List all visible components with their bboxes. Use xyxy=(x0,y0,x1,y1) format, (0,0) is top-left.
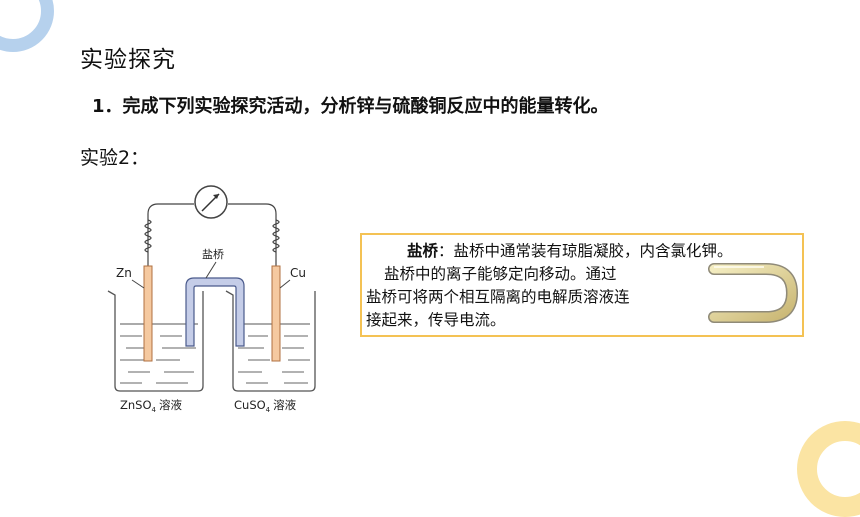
salt-bridge xyxy=(185,277,245,347)
info-line-2: 盐桥中的离子能够定向移动。通过 xyxy=(384,265,617,283)
page-title: 实验探究 xyxy=(80,47,176,73)
decorative-ring-bottom-right xyxy=(797,421,860,517)
experiment-subheading: 实验2： xyxy=(80,147,150,169)
item-text: 完成下列实验探究活动，分析锌与硫酸铜反应中的能量转化。 xyxy=(122,96,609,117)
copper-electrode xyxy=(271,265,281,362)
left-coil xyxy=(144,219,152,253)
right-wire xyxy=(228,203,277,266)
zn-label: Zn xyxy=(116,266,132,280)
right-beaker xyxy=(225,290,316,392)
galvanometer-icon xyxy=(194,185,228,219)
salt-bridge-photo xyxy=(708,263,798,323)
salt-bridge-label: 盐桥 xyxy=(202,248,224,261)
info-term: 盐桥 xyxy=(407,242,439,260)
zn-leader xyxy=(131,279,145,289)
cu-label: Cu xyxy=(290,266,306,280)
info-line-1: 盐桥：盐桥中通常装有琼脂凝胶，内含氯化钾。 xyxy=(407,242,733,260)
cu-leader xyxy=(279,279,291,289)
item-number: 1． xyxy=(92,96,123,117)
salt-bridge-info-box: 盐桥：盐桥中通常装有琼脂凝胶，内含氯化钾。 盐桥中的离子能够定向移动。通过 盐桥… xyxy=(360,233,804,337)
bridge-leader xyxy=(205,261,217,279)
left-beaker xyxy=(107,290,204,392)
zinc-electrode xyxy=(143,265,153,362)
right-coil xyxy=(272,219,280,253)
task-item: 1．完成下列实验探究活动，分析锌与硫酸铜反应中的能量转化。 xyxy=(92,92,609,118)
decorative-ring-top-left xyxy=(0,0,54,52)
info-line-4: 接起来，传导电流。 xyxy=(366,311,506,329)
info-line-3: 盐桥可将两个相互隔离的电解质溶液连 xyxy=(366,288,630,306)
left-wire xyxy=(147,203,194,266)
